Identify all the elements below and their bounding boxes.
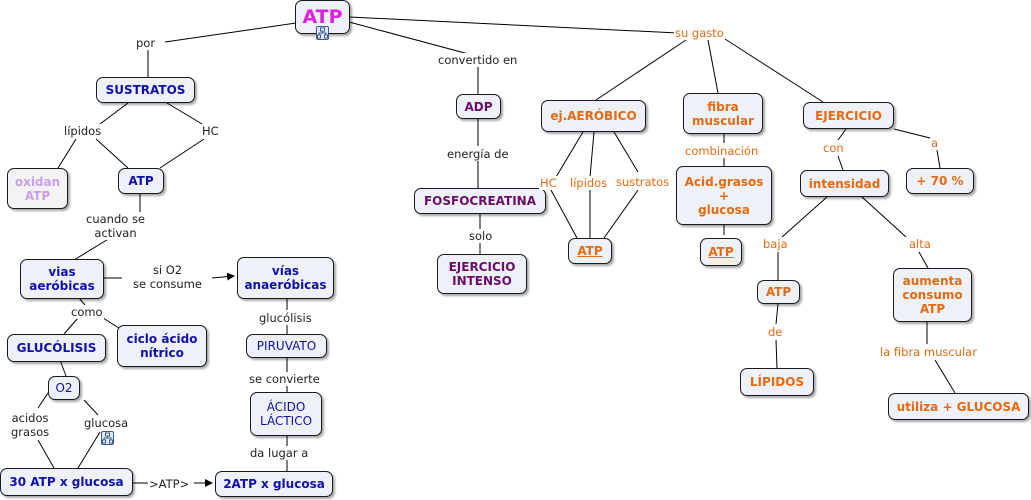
link-sustratos-hc: [166, 102, 203, 125]
cmap-resource-icon[interactable]: [316, 26, 329, 40]
link-label-sustratos: sustratos: [615, 175, 671, 189]
link-como-glucolisis: [63, 317, 79, 335]
link-glucolisis-o2: [59, 359, 67, 377]
link-o2-glucosa: [83, 399, 99, 416]
link-label-de: de: [767, 325, 784, 339]
link-label-cuando-se-activan: cuando se activan: [85, 212, 147, 240]
link-sustratos-atp2: [603, 189, 639, 239]
link-label-mas-atp: >ATP>: [148, 477, 191, 491]
link-ejaer-sustratos: [613, 131, 639, 173]
intensidad-concept[interactable]: intensidad: [800, 170, 889, 197]
link-label-a: a: [930, 136, 940, 150]
atp-baja-concept[interactable]: ATP: [757, 280, 800, 304]
link-acidos-30atp: [37, 439, 55, 469]
link-lipidos-oxidan: [57, 138, 77, 169]
link-vias-como: [78, 297, 86, 306]
link-intensidad-baja: [781, 196, 828, 238]
link-label-alta: alta: [908, 237, 932, 251]
link-a-70: [936, 149, 941, 169]
2atp-glucosa-concept[interactable]: 2ATP x glucosa: [215, 471, 333, 497]
o2-concept[interactable]: O2: [48, 376, 80, 400]
acid-grasos-glucosa-concept[interactable]: Acid.grasos + glucosa: [676, 166, 772, 225]
link-label-baja: baja: [762, 237, 789, 251]
utiliza-glucosa-concept[interactable]: utiliza + GLUCOSA: [888, 393, 1029, 420]
link-atp-convertido: [348, 21, 477, 57]
link-label-si-o2: si O2 se consume: [132, 263, 203, 291]
link-label-acidos-grasos: acidos grasos: [10, 411, 51, 439]
lipidos-concept[interactable]: LÍPIDOS: [740, 368, 814, 396]
link-sugasto-fibra: [707, 39, 719, 94]
link-label-lipidos-right: lípidos: [569, 176, 609, 190]
link-label-da-lugar-a: da lugar a: [249, 446, 310, 460]
link-intensidad-alta: [861, 196, 907, 238]
link-label-hc: HC: [201, 124, 220, 138]
link-label-con: con: [822, 141, 845, 155]
link-label-la-fibra-muscular: la fibra muscular: [879, 345, 978, 359]
acido-lactico-concept[interactable]: ÁCIDO LÁCTICO: [250, 392, 322, 436]
link-cuandose-vias: [73, 237, 111, 261]
link-sio2-anaerobicas: [211, 272, 235, 281]
link-de-lipidos: [775, 339, 778, 369]
atp-fibra-concept[interactable]: ATP: [700, 238, 742, 266]
link-hc-atp: [159, 138, 205, 169]
link-label-lipidos: lípidos: [63, 124, 103, 138]
link-ejercicio-a: [893, 128, 931, 139]
link-ejercicio-con: [837, 128, 847, 141]
atp-aerobico-concept[interactable]: ATP: [568, 238, 612, 264]
link-label-su-gasto: su gasto: [674, 26, 725, 40]
vias-aerobicas-concept[interactable]: vias aeróbicas: [20, 259, 104, 299]
link-sugasto-ejaerobico: [595, 39, 687, 101]
link-sustratos-lipidos: [99, 102, 129, 125]
vias-anaerobicas-concept[interactable]: vías anaeróbicas: [237, 257, 334, 299]
link-label-glucosa: glucosa: [83, 416, 130, 430]
link-con-intensidad: [837, 155, 844, 171]
ej-aerobico-concept[interactable]: ej.AERÓBICO: [541, 100, 646, 132]
glucolisis-concept[interactable]: GLUCÓLISIS: [7, 334, 106, 362]
link-label-solo: solo: [468, 229, 494, 243]
link-alta-aumenta: [918, 251, 929, 269]
aumenta-consumo-atp-concept[interactable]: aumenta consumo ATP: [893, 268, 972, 322]
cmap-resource-icon[interactable]: [101, 431, 114, 445]
link-label-se-convierte: se convierte: [248, 372, 321, 386]
adp-concept[interactable]: ADP: [456, 94, 501, 119]
mas-70-concept[interactable]: + 70 %: [906, 168, 974, 194]
piruvato-concept[interactable]: PIRUVATO: [246, 334, 327, 358]
fosfocreatina-concept[interactable]: FOSFOCREATINA: [414, 188, 546, 214]
ejercicio-concept[interactable]: EJERCICIO: [803, 102, 894, 129]
link-ejaer-hc: [555, 131, 584, 178]
link-atp-sugasto: [348, 16, 679, 34]
link-label-como: como: [70, 305, 104, 319]
link-ejaer-lipidos: [589, 131, 595, 178]
link-glucosa-30atp: [77, 431, 101, 469]
link-label-combinacion: combinación: [684, 144, 760, 158]
oxidan-atp-concept[interactable]: oxidan ATP: [7, 168, 68, 209]
link-sugasto-ejercicio: [724, 38, 824, 103]
link-label-hc-right: HC: [539, 176, 558, 190]
atp-left-concept[interactable]: ATP: [118, 168, 164, 194]
30-atp-glucosa-concept[interactable]: 30 ATP x glucosa: [0, 468, 133, 496]
link-label-glucolisis: glucólisis: [258, 311, 313, 325]
link-fibra-utiliza: [934, 359, 956, 394]
ciclo-acido-nitrico-concept[interactable]: ciclo ácido nítrico: [117, 325, 207, 367]
link-lipidos-atp: [95, 138, 129, 169]
link-label-por: por: [135, 36, 157, 50]
link-atp-por: [164, 22, 297, 43]
link-atp-de: [775, 303, 779, 325]
link-label-energia-de: energía de: [446, 147, 510, 161]
fibra-muscular-concept[interactable]: fibra muscular: [683, 93, 763, 134]
sustratos-concept[interactable]: SUSTRATOS: [96, 77, 195, 103]
link-hc-atp2: [550, 189, 578, 239]
ejercicio-intenso-concept[interactable]: EJERCICIO INTENSO: [437, 254, 527, 294]
link-label-convertido-en: convertido en: [437, 53, 519, 67]
